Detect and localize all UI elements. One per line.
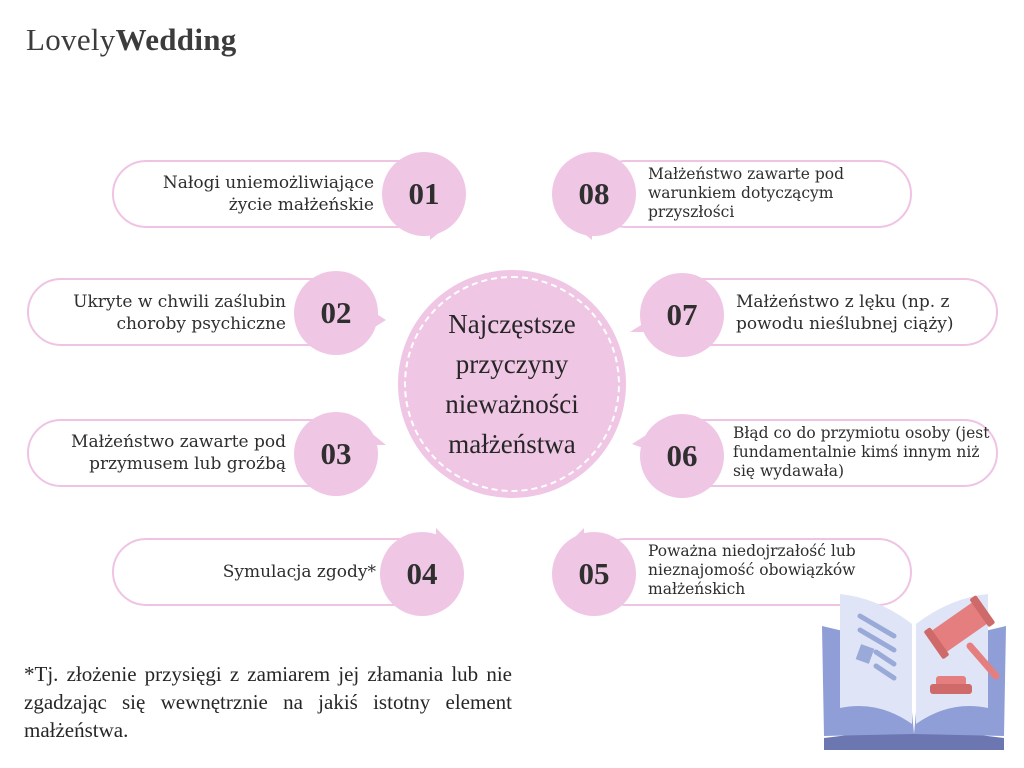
reason-text-04: Symulacja zgody* bbox=[222, 562, 376, 582]
number-bubble-02: 02 bbox=[294, 271, 378, 355]
number-label-08: 08 bbox=[578, 176, 610, 211]
reason-text-02: Ukryte w chwili zaślubin choroby psychic… bbox=[73, 292, 286, 334]
reason-pill-08 bbox=[592, 160, 912, 228]
center-circle: Najczęstsze przyczyny nieważności małżeń… bbox=[398, 270, 626, 498]
reason-text-07: Małżeństwo z lęku (np. z powodu nieślubn… bbox=[736, 292, 954, 334]
number-label-01: 01 bbox=[408, 176, 440, 211]
reason-pill-07 bbox=[668, 278, 998, 346]
reason-text-01: Nałogi uniemożliwiające życie małżeńskie bbox=[162, 173, 374, 215]
number-label-07: 07 bbox=[666, 297, 698, 332]
reason-text-06: Błąd co do przymiotu osoby (jest fundame… bbox=[733, 424, 990, 480]
reason-text-03: Małżeństwo zawarte pod przymusem lub gro… bbox=[71, 432, 286, 474]
reason-pill-04 bbox=[112, 538, 432, 606]
book-and-gavel-icon bbox=[822, 594, 1006, 750]
logo-bold-text: Wedding bbox=[115, 22, 237, 57]
number-label-02: 02 bbox=[320, 295, 352, 330]
logo-light-text: Lovely bbox=[26, 22, 116, 57]
number-label-04: 04 bbox=[406, 556, 438, 591]
number-bubble-03: 03 bbox=[294, 412, 378, 496]
brand-logo: LovelyWedding bbox=[26, 22, 237, 58]
reason-text-08: Małżeństwo zawarte pod warunkiem dotyczą… bbox=[648, 165, 844, 221]
footnote: *Tj. złożenie przysięgi z zamiarem jej z… bbox=[24, 662, 512, 742]
number-bubble-01: 01 bbox=[382, 152, 466, 236]
number-label-06: 06 bbox=[666, 438, 698, 473]
number-bubble-07: 07 bbox=[640, 273, 724, 357]
center-dashed-ring bbox=[404, 276, 620, 492]
reason-pill-05 bbox=[592, 538, 912, 606]
number-bubble-08: 08 bbox=[552, 152, 636, 236]
number-bubble-05: 05 bbox=[552, 532, 636, 616]
number-label-03: 03 bbox=[320, 436, 352, 471]
reason-pill-01 bbox=[112, 160, 432, 228]
number-bubble-04: 04 bbox=[380, 532, 464, 616]
center-title: Najczęstsze przyczyny nieważności małżeń… bbox=[445, 309, 579, 459]
number-label-05: 05 bbox=[578, 556, 610, 591]
reason-text-05: Poważna niedojrzałość lub nieznajomość o… bbox=[648, 542, 856, 598]
number-bubble-06: 06 bbox=[640, 414, 724, 498]
